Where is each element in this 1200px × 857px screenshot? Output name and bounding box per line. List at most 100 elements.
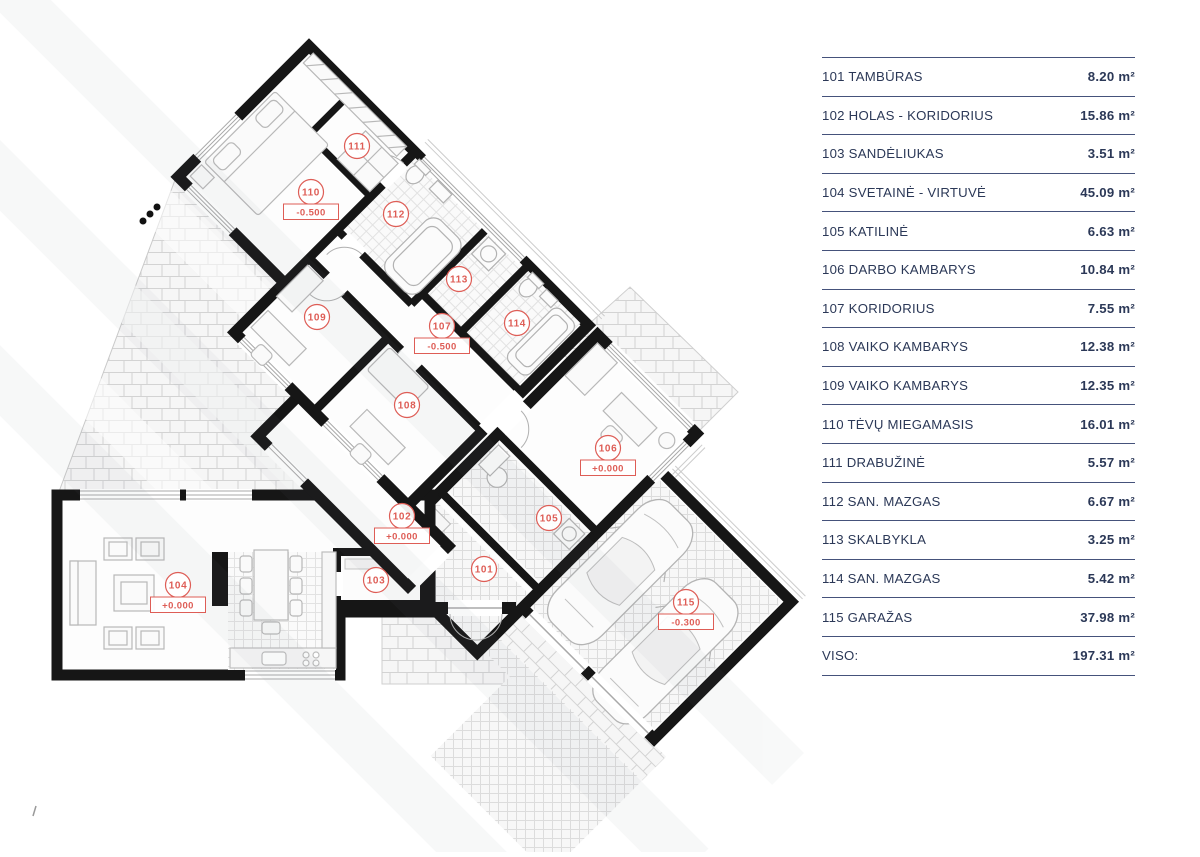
driveway-stone-band	[497, 611, 667, 781]
svg-text:110: 110	[302, 188, 320, 199]
svg-text:103: 103	[367, 576, 386, 587]
room-tag-115: 115 -0.300	[658, 588, 714, 630]
room-label: 110 TĖVŲ MIEGAMASIS	[822, 416, 974, 432]
svg-text:106: 106	[599, 444, 618, 455]
entrance-dots	[139, 203, 161, 225]
floor-plan-svg: 101 102 +0.000 103 104+0.000 105 106 +0.000 107 -…	[0, 0, 806, 857]
svg-text:104: 104	[169, 581, 188, 592]
room-tag-113: 113	[445, 265, 473, 293]
garage-115	[513, 461, 800, 747]
room-label: 105 KATILINĖ	[822, 223, 909, 239]
room-tag-110: 110 -0.500	[283, 178, 339, 220]
room-area: 5.42 m²	[1087, 571, 1135, 587]
svg-text:+0.000: +0.000	[592, 464, 624, 475]
room-tag-109: 109	[303, 303, 331, 331]
room-label: 102 HOLAS - KORIDORIUS	[822, 107, 994, 123]
room-tag-112: 112	[382, 200, 410, 228]
room-area: 7.55 m²	[1087, 300, 1135, 316]
legend-row-115: 115 GARAŽAS 37.98 m²	[822, 598, 1135, 637]
wall-pier	[212, 552, 228, 606]
legend-row-103: 103 SANDĖLIUKAS 3.51 m²	[822, 135, 1135, 174]
legend-row-111: 111 DRABUŽINĖ 5.57 m²	[822, 444, 1135, 483]
room-label: 109 VAIKO KAMBARYS	[822, 378, 969, 394]
svg-text:109: 109	[308, 313, 327, 324]
legend-row-102: 102 HOLAS - KORIDORIUS 15.86 m²	[822, 97, 1135, 136]
room-area: 5.57 m²	[1087, 455, 1135, 471]
svg-text:+0.000: +0.000	[386, 532, 418, 543]
room-label: 115 GARAŽAS	[822, 609, 913, 625]
room-area: 12.35 m²	[1080, 378, 1135, 394]
room-label: 111 DRABUŽINĖ	[822, 455, 926, 471]
svg-text:108: 108	[398, 401, 417, 412]
rotated-north-wing	[170, 38, 597, 595]
driveway-tiles	[430, 676, 628, 857]
room-area: 10.84 m²	[1080, 262, 1135, 278]
legend-row-106: 106 DARBO KAMBARYS 10.84 m²	[822, 251, 1135, 290]
bedroom-wing	[170, 38, 597, 514]
corner-tick	[32, 805, 37, 817]
legend-row-109: 109 VAIKO KAMBARYS 12.35 m²	[822, 367, 1135, 406]
legend-row-108: 108 VAIKO KAMBARYS 12.38 m²	[822, 328, 1135, 367]
room-tag-105: 105	[535, 504, 563, 532]
room-area: 3.51 m²	[1087, 146, 1135, 162]
svg-text:107: 107	[433, 322, 452, 333]
svg-text:115: 115	[677, 598, 695, 609]
room-tag-106: 106 +0.000	[580, 434, 636, 476]
room-tag-111: 111	[343, 132, 371, 160]
room-tag-101: 101	[470, 555, 498, 583]
floor-plan: 101 102 +0.000 103 104+0.000 105 106 +0.000 107 -…	[0, 0, 806, 857]
room-area: 6.63 m²	[1087, 223, 1135, 239]
svg-text:-0.500: -0.500	[296, 208, 325, 219]
room-area: 45.09 m²	[1080, 185, 1135, 201]
room-tag-104: 104+0.000	[150, 571, 206, 613]
room-area: 12.38 m²	[1080, 339, 1135, 355]
svg-text:-0.500: -0.500	[427, 342, 456, 353]
svg-text:-0.300: -0.300	[671, 618, 700, 629]
legend-row-107: 107 KORIDORIUS 7.55 m²	[822, 290, 1135, 329]
room-label: 101 TAMBŪRAS	[822, 69, 923, 85]
entry-wall	[428, 600, 516, 641]
room-label: 106 DARBO KAMBARYS	[822, 262, 976, 278]
legend-row-total: VISO: 197.31 m²	[822, 637, 1135, 676]
svg-text:113: 113	[450, 275, 468, 286]
legend-row-112: 112 SAN. MAZGAS 6.67 m²	[822, 483, 1135, 522]
room-area: 8.20 m²	[1087, 69, 1135, 85]
living-block	[51, 489, 436, 681]
room-tag-107: 107 -0.500	[414, 312, 470, 354]
room-105-tiles	[449, 441, 590, 582]
svg-text:102: 102	[393, 512, 412, 523]
legend-row-101: 101 TAMBŪRAS 8.20 m²	[822, 57, 1135, 97]
roof-overhang-lines	[424, 138, 806, 600]
room-105-fixtures	[477, 443, 586, 551]
room-tag-114: 114	[503, 309, 531, 337]
room-area: 15.86 m²	[1080, 107, 1135, 123]
room-label: 108 VAIKO KAMBARYS	[822, 339, 969, 355]
room-label: 107 KORIDORIUS	[822, 300, 935, 316]
wing-furniture	[189, 52, 429, 466]
room-tag-108: 108	[393, 391, 421, 419]
legend-row-114: 114 SAN. MAZGAS 5.42 m²	[822, 560, 1135, 599]
svg-text:114: 114	[508, 319, 526, 330]
room-tag-102: 102 +0.000	[374, 502, 430, 544]
room-area: 6.67 m²	[1087, 493, 1135, 509]
kitchen-counter	[229, 551, 337, 669]
room-area: 197.31 m²	[1072, 648, 1135, 664]
wing-bath-fixtures	[384, 158, 575, 376]
room-label: 103 SANDĖLIUKAS	[822, 146, 944, 162]
svg-text:112: 112	[387, 210, 405, 221]
room-tag-103: 103	[362, 566, 390, 594]
room-label: VISO:	[822, 648, 859, 664]
legend-row-105: 105 KATILINĖ 6.63 m²	[822, 212, 1135, 251]
living-furniture	[69, 537, 303, 650]
shadow-bands	[0, 0, 804, 852]
room-area: 3.25 m²	[1087, 532, 1135, 548]
room-label: 112 SAN. MAZGAS	[822, 493, 941, 509]
living-windows	[80, 489, 335, 681]
room-label: 114 SAN. MAZGAS	[822, 571, 941, 587]
svg-text:101: 101	[475, 565, 494, 576]
room-area: 37.98 m²	[1080, 609, 1135, 625]
svg-text:105: 105	[540, 514, 559, 525]
